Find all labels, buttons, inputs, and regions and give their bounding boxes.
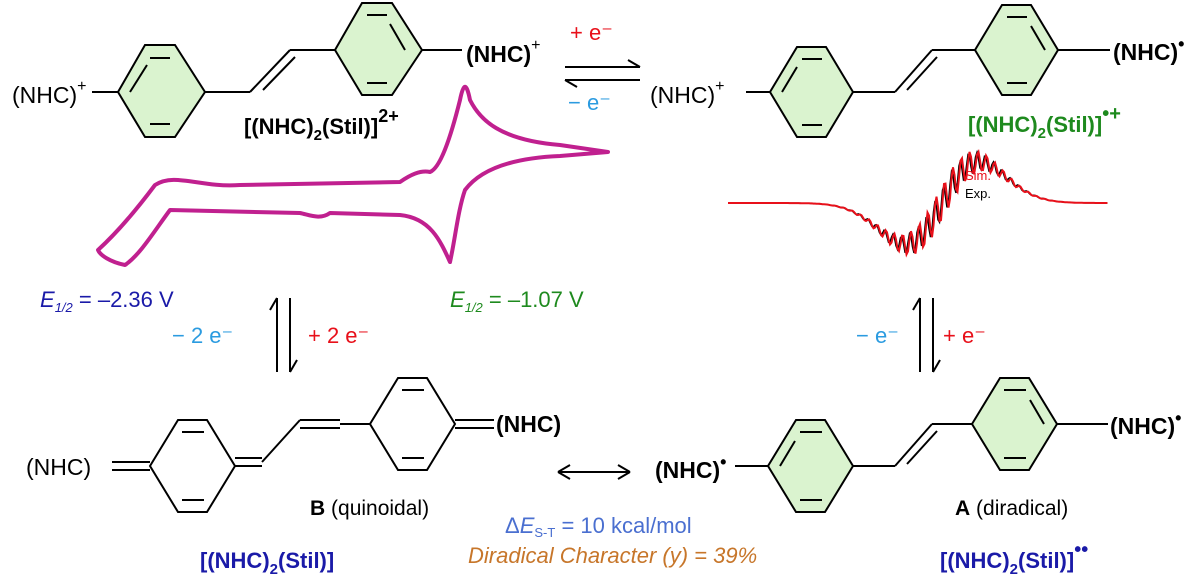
radical-cation-structure (746, 4, 1110, 138)
right-reverse-label: − e⁻ (856, 323, 899, 348)
cv-trace (96, 84, 610, 267)
radical-cation-formula: [(NHC)2(Stil)]•+ (968, 103, 1121, 142)
top-reverse-label: − e⁻ (568, 90, 611, 115)
top-equilibrium-arrow (564, 59, 641, 88)
quinoidal-label: B (quinoidal) (310, 497, 429, 520)
diradical-character: Diradical Character (y) = 39% (468, 543, 757, 568)
quinoidal-formula: [(NHC)2(Stil)] (200, 548, 334, 578)
diradical-right-nhc: (NHC)• (1110, 408, 1181, 439)
ring-right (970, 377, 1059, 471)
diradical-formula: [(NHC)2(Stil)]•• (940, 539, 1088, 578)
right-forward-label: + e⁻ (943, 323, 986, 348)
left-equilibrium-arrow (269, 297, 298, 373)
diradical-label: A (diradical) (955, 497, 1068, 520)
dication-structure (92, 2, 462, 138)
epr-sim-trace (728, 149, 1108, 258)
dication-right-nhc: (NHC)+ (466, 37, 541, 67)
radical-cation-left-nhc: (NHC)+ (650, 78, 725, 108)
epr-legend-sim: Sim. (965, 168, 991, 183)
ring-right (368, 377, 457, 471)
diradical-left-nhc: (NHC)• (655, 452, 726, 483)
left-forward-label: + 2 e⁻ (308, 323, 369, 348)
diradical-structure (735, 377, 1108, 513)
ring-right (973, 4, 1060, 96)
top-forward-label: + e⁻ (570, 20, 613, 45)
left-reverse-label: − 2 e⁻ (172, 323, 233, 348)
quinoidal-structure (112, 377, 494, 513)
right-equilibrium-arrow (912, 297, 941, 373)
ring-right (333, 2, 424, 96)
quinoidal-left-nhc: (NHC) (26, 454, 91, 480)
singlet-triplet-gap: ΔES-T = 10 kcal/mol (505, 513, 692, 540)
e-half-2.36: E1/2 = –2.36 V (40, 287, 174, 315)
dication-left-nhc: (NHC)+ (12, 78, 87, 108)
e-half-1.07: E1/2 = –1.07 V (450, 287, 584, 315)
quinoidal-right-nhc: (NHC) (496, 411, 561, 437)
resonance-arrow (557, 464, 631, 480)
ring-left (148, 419, 237, 513)
dication-formula: [(NHC)2(Stil)]2+ (244, 106, 399, 144)
radical-cation-right-nhc: (NHC)• (1113, 34, 1184, 65)
epr-legend-exp: Exp. (965, 186, 991, 201)
